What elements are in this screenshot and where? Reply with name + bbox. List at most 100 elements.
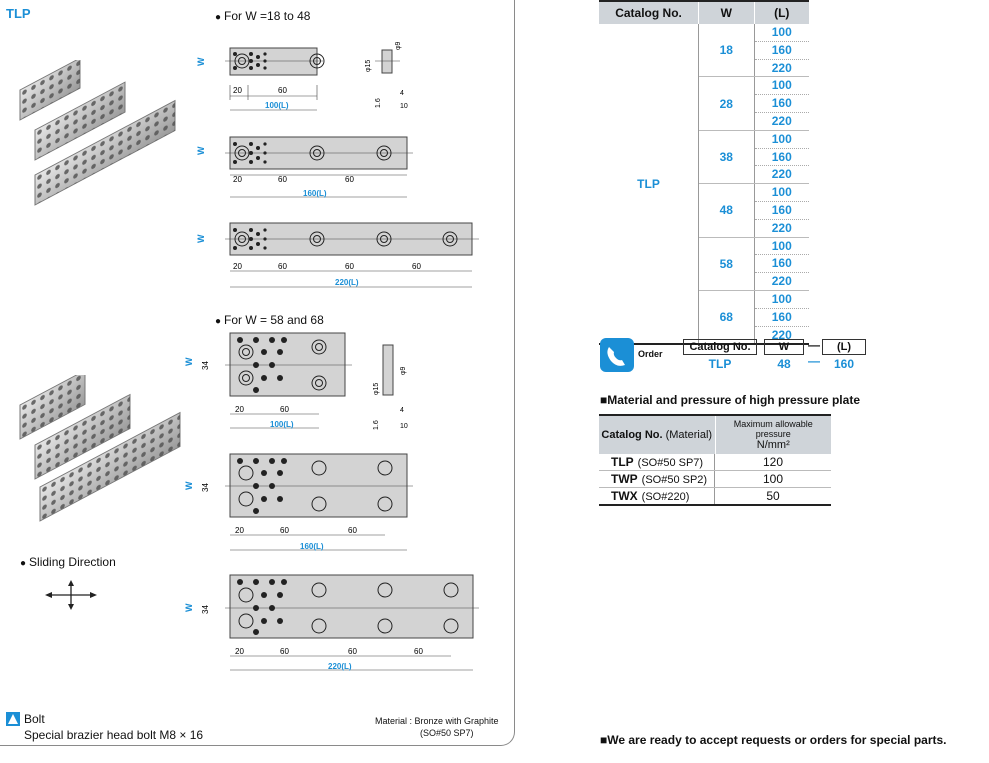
svg-text:160(L): 160(L): [303, 189, 327, 198]
product-code-title: TLP: [6, 6, 31, 21]
svg-text:W: W: [196, 146, 206, 155]
catalog-l-value: 220: [754, 325, 809, 344]
svg-text:W: W: [184, 603, 194, 612]
svg-text:20: 20: [235, 647, 244, 656]
svg-text:20: 20: [233, 86, 242, 95]
catalog-w-value: 38: [699, 130, 755, 184]
material-note-grade: (SO#50 SP7): [420, 728, 474, 738]
catalog-l-value: 220: [754, 58, 809, 77]
l-col-header: (L): [774, 6, 790, 20]
catalog-l-value: 100: [771, 291, 792, 306]
svg-text:20: 20: [233, 175, 242, 184]
svg-text:φ9: φ9: [400, 366, 407, 375]
material-row-catalog: TWP(SO#50 SP2): [599, 471, 715, 487]
svg-text:34: 34: [201, 483, 210, 492]
catalog-l-value: 220: [754, 272, 809, 290]
svg-text:60: 60: [345, 175, 354, 184]
svg-text:60: 60: [348, 647, 357, 656]
order-dash-1: —: [808, 338, 820, 352]
material-row-pressure: 120: [762, 455, 784, 469]
bolt-icon: [6, 712, 20, 726]
svg-text:φ9: φ9: [395, 41, 402, 50]
svg-text:100(L): 100(L): [265, 101, 289, 110]
svg-text:10: 10: [400, 423, 408, 430]
material-note: Material : Bronze with Graphite: [375, 716, 499, 726]
drawing-small-220: W 20 60 60 60 220(L): [196, 222, 479, 288]
svg-text:W: W: [196, 57, 206, 66]
catalog-l-value: 100: [771, 185, 792, 200]
svg-text:100(L): 100(L): [270, 420, 294, 429]
catalog-l-value: 100: [771, 238, 792, 253]
section-label-w18-48: ●For W =18 to 48: [215, 9, 311, 23]
svg-text:60: 60: [278, 86, 287, 95]
drawing-small-160: W 20 60 60 160(L): [196, 136, 413, 198]
catalog-l-value: 220: [754, 111, 809, 130]
material-header-pressure: Maximum allowable pressure N/mm²: [733, 419, 813, 451]
svg-text:20: 20: [235, 526, 244, 535]
order-label: Order: [638, 349, 663, 359]
svg-text:220(L): 220(L): [335, 278, 359, 287]
drawing-large-100: W 34 20 60 100(L) φ15 φ9 1.6 4 10: [184, 332, 408, 430]
material-row: TLP(SO#50 SP7) 120: [599, 454, 831, 470]
svg-text:34: 34: [201, 361, 210, 370]
order-value-w: 48: [777, 357, 791, 371]
svg-text:220(L): 220(L): [328, 662, 352, 671]
catalog-w-value: 58: [699, 237, 755, 290]
svg-text:20: 20: [235, 405, 244, 414]
catalog-value: TLP: [599, 24, 699, 344]
order-value-l: 160: [833, 357, 855, 371]
svg-text:34: 34: [201, 605, 210, 614]
catalog-w-value: 48: [699, 184, 755, 237]
order-dash-2: —: [808, 354, 820, 368]
catalog-w-value: 68: [699, 290, 755, 344]
catalog-l-value: 160: [754, 200, 809, 219]
catalog-l-value: 160: [754, 307, 809, 326]
svg-text:60: 60: [412, 262, 421, 271]
drawing-large-220: W 34 20 60 60 60 220(L): [184, 574, 479, 671]
order-value-catalog: TLP: [708, 357, 732, 371]
drawing-small-100: W 20 60 100(L) φ15 φ9 1.6 4 10: [196, 41, 408, 111]
catalog-l-value: 160: [754, 94, 809, 112]
svg-text:1.6: 1.6: [375, 98, 382, 108]
svg-text:10: 10: [400, 103, 408, 110]
order-header-w: W: [764, 339, 804, 355]
product-photo-large-plates: [19, 375, 181, 522]
svg-text:160(L): 160(L): [300, 542, 324, 551]
svg-text:60: 60: [280, 526, 289, 535]
svg-text:60: 60: [278, 175, 287, 184]
catalog-l-value: 100: [771, 131, 792, 146]
material-row: TWP(SO#50 SP2)100: [599, 470, 831, 487]
catalog-l-value: 160: [754, 40, 809, 59]
svg-text:20: 20: [233, 262, 242, 271]
svg-text:φ15: φ15: [365, 60, 372, 72]
svg-text:W: W: [184, 357, 194, 366]
catalog-col-header: Catalog No.: [599, 2, 700, 24]
material-table: Catalog No. (Material) Maximum allowable…: [599, 414, 831, 506]
order-header-l: (L): [822, 339, 866, 355]
svg-text:60: 60: [280, 647, 289, 656]
catalog-l-value: 100: [771, 78, 792, 93]
product-photo-small-plates: [19, 60, 176, 206]
material-row: TWX(SO#220)50: [599, 487, 831, 504]
material-row-pressure: 50: [766, 489, 780, 503]
bolt-description: Special brazier head bolt M8 × 16: [24, 728, 204, 742]
material-row-catalog: TLP(SO#50 SP7): [599, 454, 715, 470]
svg-text:4: 4: [400, 90, 404, 97]
sliding-direction-label: ●Sliding Direction: [20, 555, 116, 569]
bolt-title: Bolt: [24, 712, 45, 726]
phone-icon: [600, 338, 634, 372]
order-header-catalog: Catalog No.: [683, 339, 757, 355]
svg-text:60: 60: [414, 647, 423, 656]
catalog-w-value: 18: [699, 24, 755, 77]
svg-text:60: 60: [278, 262, 287, 271]
catalog-l-value: 160: [754, 254, 809, 272]
section-label-w58-68: ●For W = 58 and 68: [215, 313, 324, 327]
catalog-l-value: 220: [754, 218, 809, 237]
